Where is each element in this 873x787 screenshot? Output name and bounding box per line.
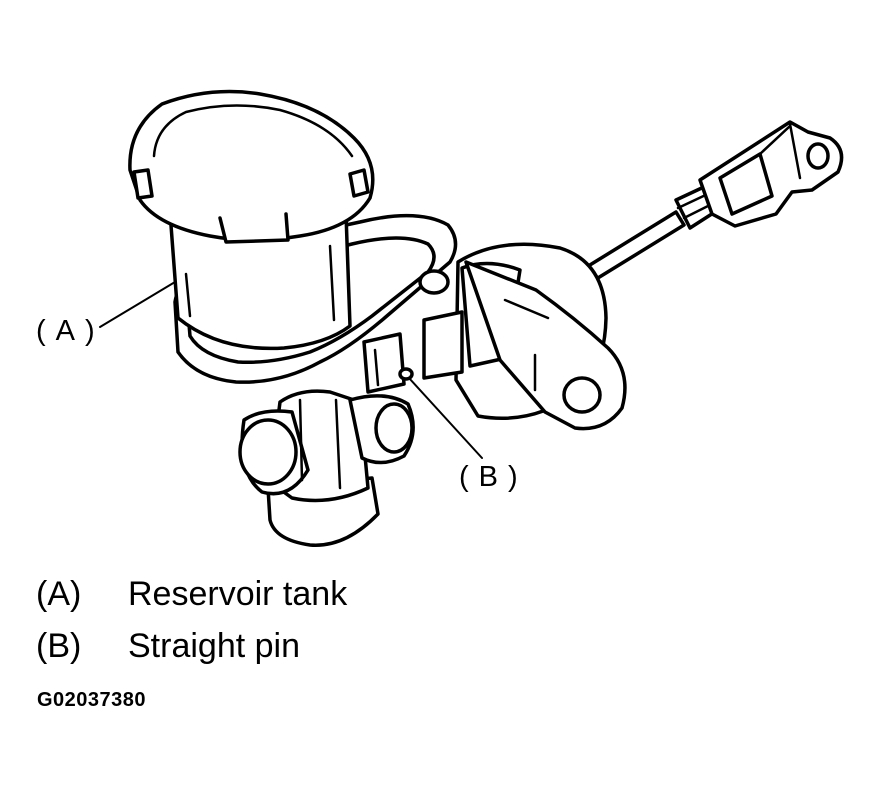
legend-key: (B) (36, 627, 82, 665)
callout-a-label: (A) (36, 315, 105, 347)
push-rod-clevis (583, 120, 844, 283)
callout-a-leader (99, 281, 176, 328)
callout-b-label: (B) (459, 461, 528, 493)
callout-b-leader (408, 377, 483, 459)
figure-code: G02037380 (37, 689, 147, 711)
legend-description: Straight pin (128, 627, 300, 665)
reservoir-tank (128, 89, 375, 351)
legend-key: (A) (36, 575, 82, 613)
outlet-ports (238, 389, 415, 547)
cylinder-body (362, 242, 627, 431)
clutch-master-cylinder-illustration: (A) (B) (36, 89, 844, 547)
legend-description: Reservoir tank (128, 575, 348, 613)
